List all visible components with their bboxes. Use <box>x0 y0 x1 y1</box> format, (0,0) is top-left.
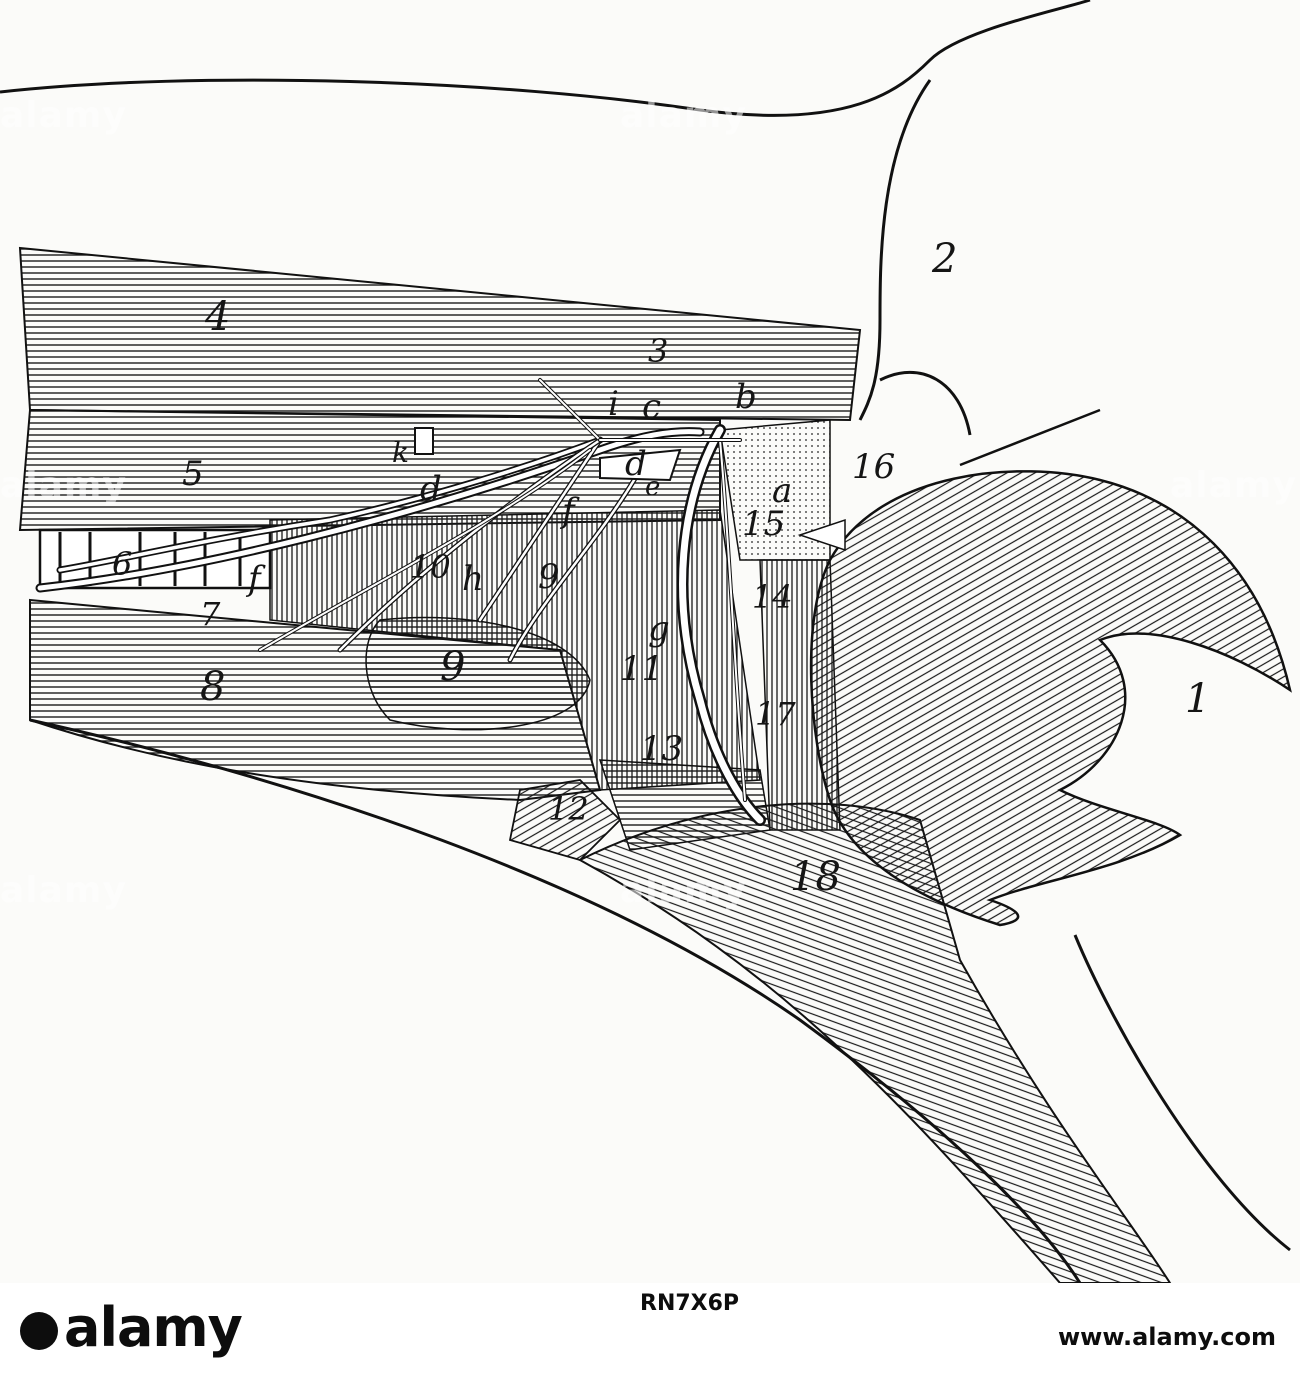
label-4: 4 <box>204 294 230 340</box>
alamy-logo[interactable]: alamy <box>20 1293 243 1363</box>
label-d-upper: d <box>625 444 647 484</box>
label-i: i <box>608 384 619 424</box>
lower-body-outline <box>29 718 1082 1283</box>
label-c: c <box>642 387 661 427</box>
label-6: 6 <box>112 545 132 583</box>
structure-2-outline <box>858 79 932 421</box>
structure-12 <box>508 779 622 862</box>
letter-label-group: a b c d d e f f g h i k <box>245 377 792 649</box>
label-17: 17 <box>755 695 796 733</box>
muscle-band-4 <box>18 246 862 422</box>
label-5: 5 <box>182 454 204 494</box>
label-11: 11 <box>620 649 663 689</box>
label-a: a <box>772 471 792 511</box>
label-12: 12 <box>548 790 589 828</box>
illustration-svg: 1 2 3 4 5 6 7 8 9 9 10 11 12 13 14 15 16… <box>0 0 1292 1283</box>
label-k: k <box>392 436 409 469</box>
label-g: g <box>648 609 670 649</box>
label-10: 10 <box>410 548 451 586</box>
image-id: RN7X6P <box>640 1291 740 1316</box>
label-d-lower: d <box>420 469 442 509</box>
nerve-strands <box>35 378 766 826</box>
label-b: b <box>735 377 757 417</box>
alamy-mark-icon <box>20 1312 58 1351</box>
label-9-upper: 9 <box>538 557 560 597</box>
muscle-9 <box>365 616 591 731</box>
label-e: e <box>645 472 660 502</box>
site-url[interactable]: www.alamy.com <box>1057 1323 1276 1351</box>
anatomical-illustration: 1 2 3 4 5 6 7 8 9 9 10 11 12 13 14 15 16… <box>0 0 1292 1283</box>
upper-body-outline <box>0 0 1091 117</box>
label-15: 15 <box>742 504 785 544</box>
label-18: 18 <box>790 854 841 900</box>
label-8: 8 <box>200 664 225 710</box>
label-2: 2 <box>931 236 957 282</box>
fan-structure-1 <box>809 470 1292 927</box>
label-16: 16 <box>852 447 895 487</box>
label-14: 14 <box>752 578 793 616</box>
numeric-label-group: 1 2 3 4 5 6 7 8 9 9 10 11 12 13 14 15 16… <box>112 236 1210 900</box>
label-3: 3 <box>648 332 668 370</box>
label-7: 7 <box>200 595 221 633</box>
label-13: 13 <box>640 729 683 769</box>
label-1: 1 <box>1185 676 1210 722</box>
label-9-lower: 9 <box>440 644 465 690</box>
sheet-18 <box>577 802 1172 1283</box>
label-h: h <box>462 559 484 599</box>
brand-name: alamy <box>64 1296 243 1359</box>
footer-bar: alamy RN7X6P www.alamy.com <box>0 1283 1300 1373</box>
